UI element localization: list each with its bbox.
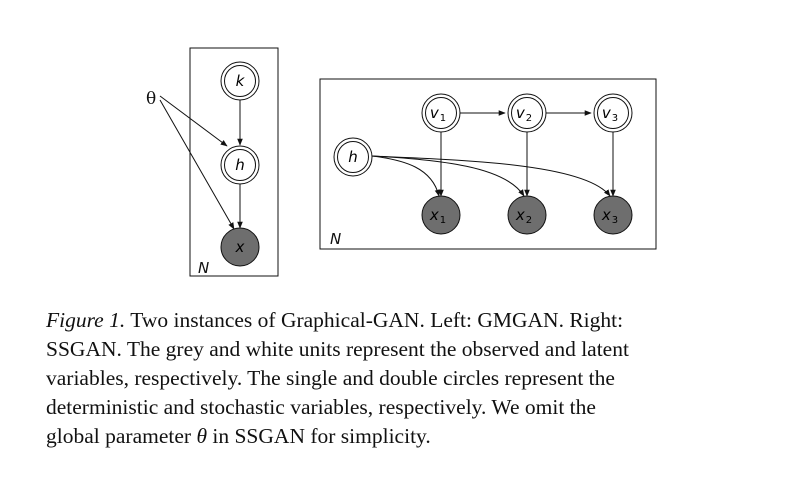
edge-h-x2 xyxy=(371,155,525,197)
right-plate xyxy=(319,78,657,250)
node-k: k xyxy=(220,61,260,101)
node-v3-subscript: 3 xyxy=(612,113,618,124)
left-plate-label: N xyxy=(198,259,209,277)
left-model-gmgan: N θ k h x xyxy=(146,47,279,277)
node-x-label: x xyxy=(235,238,245,256)
node-v2-label: v xyxy=(516,104,526,122)
caption-tail: in SSGAN for simplicity. xyxy=(207,424,431,448)
svg-text:v3: v3 xyxy=(602,104,618,124)
node-x3-label: x xyxy=(601,206,611,224)
caption-line-1-text: Two instances of Graphical-GAN. Left: GM… xyxy=(125,308,624,332)
svg-text:v1: v1 xyxy=(430,104,446,124)
caption-theta: θ xyxy=(196,424,207,448)
node-v3: v3 xyxy=(593,93,633,133)
caption-line-5: global parameter θ in SSGAN for simplici… xyxy=(46,422,774,451)
node-v3-label: v xyxy=(602,104,612,122)
node-v1: v1 xyxy=(421,93,461,133)
svg-text:x3: x3 xyxy=(601,206,618,226)
caption-line-2: SSGAN. The grey and white units represen… xyxy=(46,337,629,361)
caption-line-4: deterministic and stochastic variables, … xyxy=(46,395,596,419)
edge-h-x3 xyxy=(371,155,611,197)
node-x: x xyxy=(220,227,260,267)
node-v1-label: v xyxy=(430,104,440,122)
svg-text:x1: x1 xyxy=(429,206,446,226)
node-h: h xyxy=(220,145,260,185)
caption-line-3: variables, respectively. The single and … xyxy=(46,366,615,390)
node-v2: v2 xyxy=(507,93,547,133)
edge-theta-x xyxy=(159,99,235,230)
edge-theta-h xyxy=(159,95,228,147)
node-x2: x2 xyxy=(507,195,547,235)
node-k-label: k xyxy=(236,72,246,90)
theta-symbol: θ xyxy=(146,89,156,109)
caption-line-1: Figure 1. Two instances of Graphical-GAN… xyxy=(46,306,774,335)
node-x3: x3 xyxy=(593,195,633,235)
node-v1-subscript: 1 xyxy=(440,113,446,124)
node-x3-subscript: 3 xyxy=(612,215,618,226)
node-h-right-label: h xyxy=(348,148,358,166)
svg-text:x2: x2 xyxy=(515,206,532,226)
caption-lead: Figure 1. xyxy=(46,308,126,332)
node-v2-subscript: 2 xyxy=(526,113,532,124)
caption-line-5-text: global parameter xyxy=(46,424,197,448)
node-x2-label: x xyxy=(515,206,525,224)
right-plate-label: N xyxy=(330,230,341,248)
node-x1: x1 xyxy=(421,195,461,235)
edge-h-x1 xyxy=(371,155,441,197)
right-model-ssgan: N h v1 v2 xyxy=(319,78,657,250)
left-plate xyxy=(189,47,279,277)
svg-text:v2: v2 xyxy=(516,104,532,124)
node-x1-subscript: 1 xyxy=(440,215,446,226)
figure-caption: Figure 1. Two instances of Graphical-GAN… xyxy=(46,306,774,451)
node-h-right: h xyxy=(333,137,373,177)
node-x2-subscript: 2 xyxy=(526,215,532,226)
graphical-model-diagram: N θ k h x N xyxy=(146,47,657,277)
node-h-label: h xyxy=(235,156,245,174)
node-x1-label: x xyxy=(429,206,439,224)
